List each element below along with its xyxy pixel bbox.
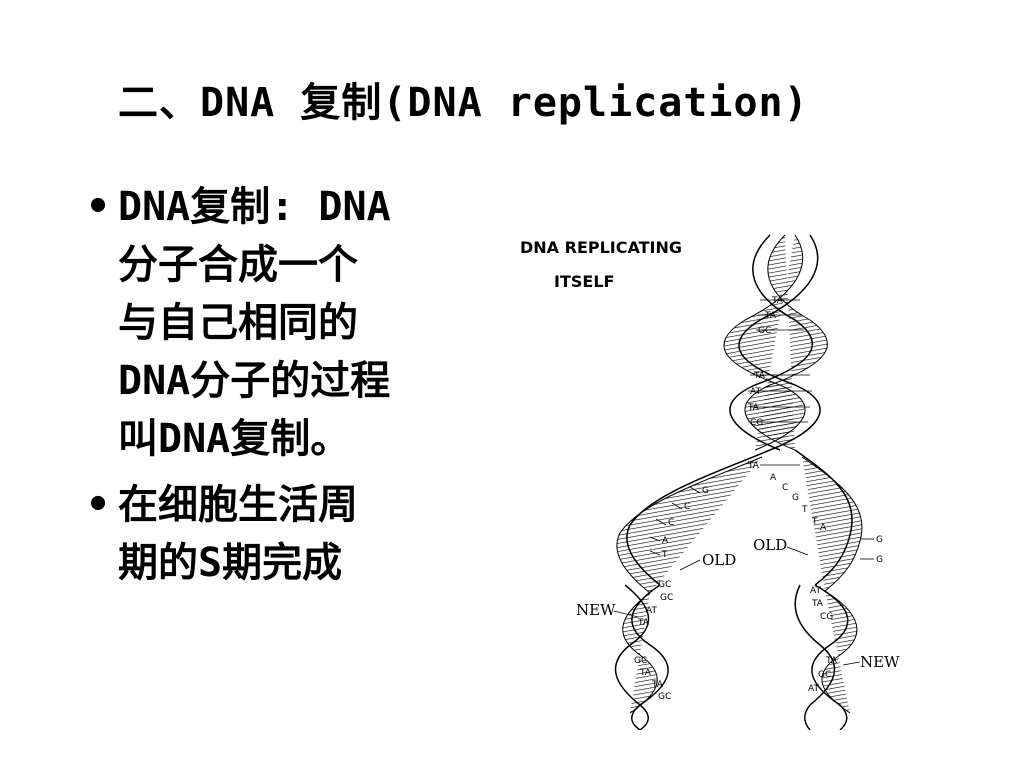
pair-label: GC [660, 593, 673, 603]
base-label: G [876, 535, 883, 545]
pair-label: TA [637, 618, 650, 628]
base-label: G [876, 555, 883, 565]
base-label: G [702, 486, 709, 496]
pair-label: CG [820, 612, 833, 622]
bullet-line: 与自己相同的 [118, 300, 358, 346]
pair-label: GC [758, 326, 771, 336]
bullet-line: 期的S期完成 [118, 540, 343, 586]
base-label: A [770, 473, 777, 483]
pair-label: AT [810, 586, 821, 596]
old-strand-label-left: OLD [702, 551, 736, 569]
pair-label: TA [825, 656, 838, 666]
base-label: T [811, 517, 818, 527]
pair-label: TA [811, 599, 824, 609]
bullet-dot-icon: • [86, 482, 111, 528]
diagram-caption-line1: DNA REPLICATING [520, 238, 682, 257]
bullet-line: 分子合成一个 [118, 242, 358, 288]
replication-fork [616, 449, 863, 594]
pair-label: AT [646, 606, 657, 616]
bullet-line: 叫DNA复制。 [118, 416, 351, 462]
pair-label: GC [658, 692, 671, 702]
daughter-left-pairs: GC GC AT TA GC TA TA GC [634, 580, 673, 702]
base-label: T [801, 505, 808, 515]
pair-label: TA [764, 311, 777, 321]
new-strand-label-right: NEW [860, 653, 900, 671]
bullet-dot-icon: • [86, 184, 111, 230]
pair-label: TA [753, 371, 766, 381]
dna-replication-diagram: DNA REPLICATING ITSELF TA TA GC TA AT TA… [520, 234, 900, 730]
slide-title: 二、DNA 复制(DNA replication) [118, 80, 809, 126]
new-strand-label-left: NEW [576, 601, 616, 619]
daughter-helix-right [794, 584, 858, 730]
base-label: C [782, 483, 788, 493]
pair-label: AT [750, 387, 761, 397]
bullet-line: DNA复制: DNA [118, 184, 391, 230]
bullet-line: DNA分子的过程 [118, 358, 391, 404]
base-label: A [820, 523, 827, 533]
old-strand-label-right: OLD [753, 536, 787, 554]
pair-label: GC [658, 580, 671, 590]
right-fork-bases: A C G T T A [770, 473, 827, 533]
bullet-list: • DNA复制: DNA 分子合成一个 与自己相同的 DNA分子的过程 叫DNA… [86, 178, 466, 600]
pair-label: GC [818, 670, 831, 680]
pair-label: TA [771, 296, 784, 306]
pair-label: TA [651, 680, 664, 690]
bullet-item-s-phase: • 在细胞生活周 期的S期完成 [86, 476, 466, 592]
pair-label: AT [808, 684, 819, 694]
pair-label: TA [747, 403, 760, 413]
base-label: C [668, 518, 674, 528]
far-right-bases: G G [860, 535, 883, 565]
daughter-right-pairs: AT TA CG TA GC AT [808, 586, 838, 694]
base-label: T [661, 550, 668, 560]
bullet-line: 在细胞生活周 [118, 482, 358, 528]
daughter-helix-left [614, 584, 669, 730]
parent-base-pairs [748, 299, 812, 466]
base-label: C [684, 502, 690, 512]
base-label: A [662, 536, 669, 546]
pair-label: CG [750, 418, 763, 428]
pair-label: TA [639, 668, 652, 678]
parent-helix [723, 234, 828, 451]
left-fork-bases: G C C A T [649, 486, 709, 560]
diagram-caption-line2: ITSELF [554, 272, 614, 291]
bullet-item-definition: • DNA复制: DNA 分子合成一个 与自己相同的 DNA分子的过程 叫DNA… [86, 178, 466, 468]
base-label: G [792, 493, 799, 503]
pair-label: GC [634, 656, 647, 666]
